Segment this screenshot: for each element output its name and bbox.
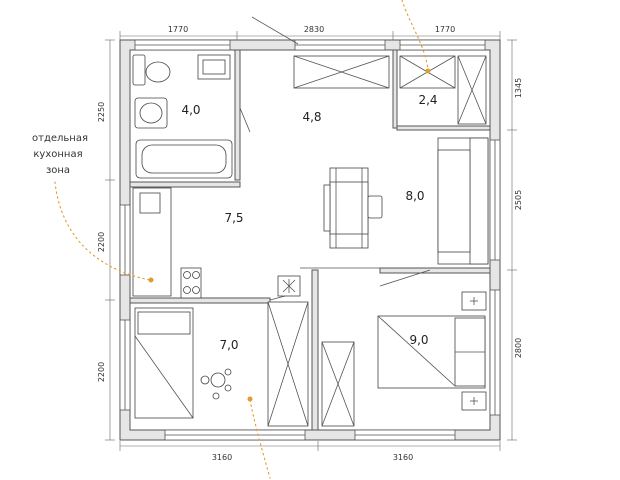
fan-icon (277, 275, 301, 297)
dim-bottom-1: 3160 (212, 453, 232, 462)
area-hall: 4,8 (302, 110, 321, 124)
dim-top-3: 1770 (435, 25, 455, 34)
area-kitchen: 7,5 (224, 211, 243, 225)
dim-left-1: 2250 (97, 102, 106, 122)
area-closet: 2,4 (418, 93, 437, 107)
dim-left-2: 2200 (97, 232, 106, 252)
dim-top-1: 1770 (168, 25, 188, 34)
outer-walls (119, 39, 501, 441)
area-living: 8,0 (405, 189, 424, 203)
single-bed (134, 301, 355, 427)
annotation-leaders (54, 0, 431, 479)
dim-bottom-2: 3160 (393, 453, 413, 462)
dimension-lines (105, 31, 517, 451)
area-bathroom: 4,0 (181, 103, 200, 117)
dim-right-1: 1345 (514, 78, 523, 98)
top-wardrobes (293, 55, 487, 125)
area-bedroom-left: 7,0 (219, 338, 238, 352)
dim-right-2: 2505 (514, 190, 523, 210)
sofa (437, 137, 489, 265)
dim-left-3: 2200 (97, 362, 106, 382)
bathroom-fixtures (132, 54, 233, 179)
annotation-line-3: зона (46, 165, 70, 176)
dim-top-2: 2830 (304, 25, 324, 34)
area-bedroom-right: 9,0 (409, 333, 428, 347)
dining-table (323, 167, 383, 249)
double-bed (377, 291, 487, 411)
annotation-line-1: отдельная (32, 133, 88, 144)
kitchen-fixtures (132, 187, 202, 299)
dim-right-3: 2800 (514, 338, 523, 358)
annotation-line-2: кухонная (33, 149, 82, 160)
